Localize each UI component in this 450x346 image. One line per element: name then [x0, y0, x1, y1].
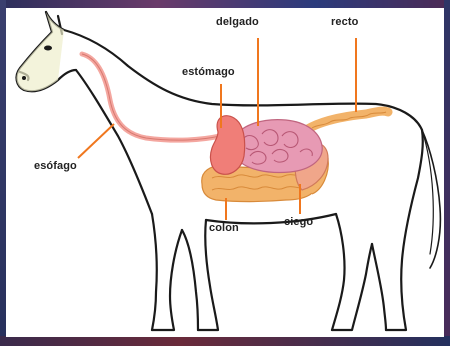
- horse-digestive-diagram: [6, 8, 444, 337]
- frame-bottom-border: [0, 336, 450, 346]
- diagram-panel: delgado recto estómago esófago colon cie…: [6, 8, 444, 337]
- label-estomago: estómago: [182, 66, 235, 78]
- label-delgado: delgado: [216, 16, 259, 28]
- frame-right-border: [444, 0, 450, 346]
- horse-eye: [44, 46, 52, 51]
- leader-line-esofago: [78, 124, 114, 158]
- label-colon: colon: [209, 222, 239, 234]
- label-esofago: esófago: [34, 160, 77, 172]
- label-recto: recto: [331, 16, 358, 28]
- label-ciego: ciego: [284, 216, 313, 228]
- horse-nostril: [22, 76, 26, 80]
- rectum-shape: [306, 111, 388, 130]
- stomach-shape: [210, 116, 244, 175]
